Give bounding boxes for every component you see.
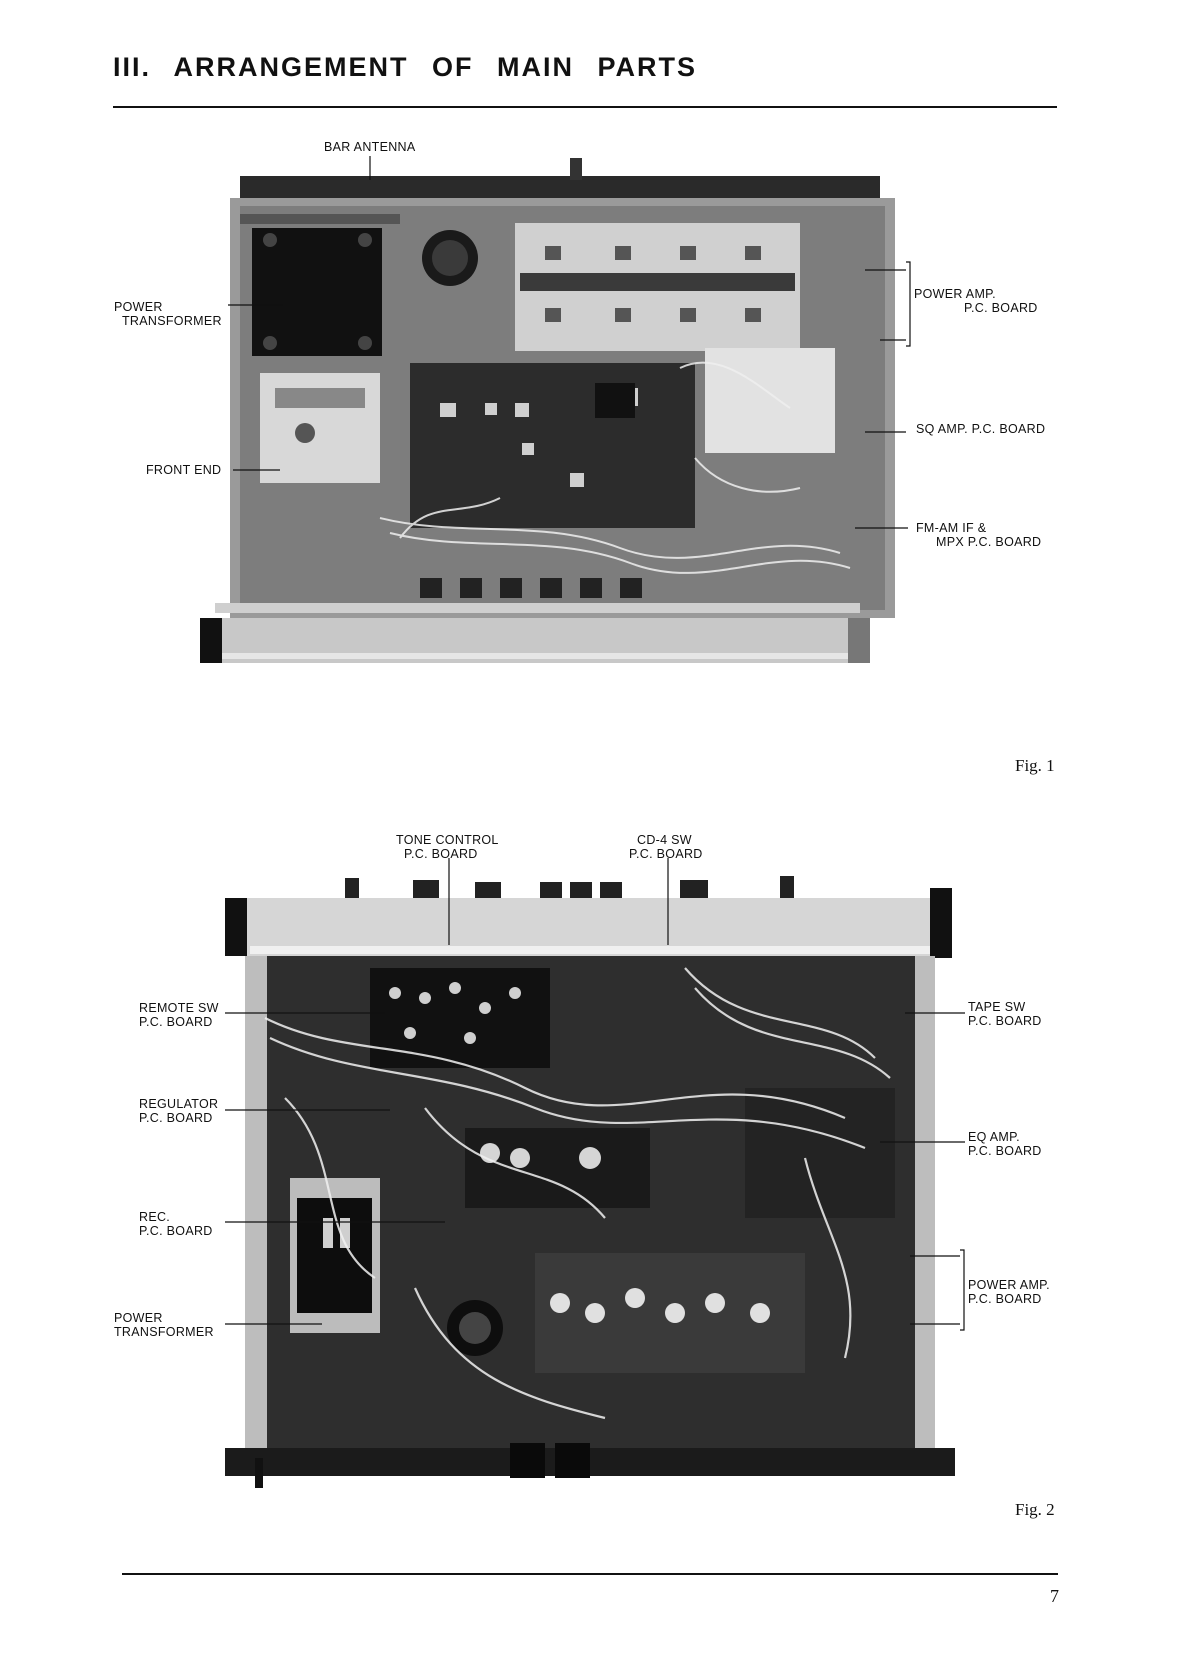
power-transformer-label-fig2: POWER TRANSFORMER (114, 1311, 214, 1339)
page-heading: III. ARRANGEMENT OF MAIN PARTS (113, 52, 697, 82)
page-number: 7 (1050, 1586, 1059, 1606)
regulator-board-label: REGULATOR P.C. BOARD (139, 1097, 219, 1125)
tone-control-board-label: TONE CONTROL P.C. BOARD (396, 833, 499, 861)
fm-am-if-mpx-board-label: FM-AM IF & MPX P.C. BOARD (916, 521, 1042, 549)
front-end-label: FRONT END (146, 463, 222, 477)
bar-antenna-label: BAR ANTENNA (324, 140, 416, 154)
figure-1-chassis-photo (200, 158, 895, 663)
figure-1-caption: Fig. 1 (1015, 756, 1055, 775)
cd4-sw-board-label: CD-4 SW P.C. BOARD (629, 833, 703, 861)
figure-2-caption: Fig. 2 (1015, 1500, 1055, 1519)
eq-amp-board-label: EQ AMP. P.C. BOARD (968, 1130, 1042, 1158)
footer-rule (122, 1573, 1058, 1575)
sq-amp-board-label: SQ AMP. P.C. BOARD (916, 422, 1046, 436)
power-amp-board-label-fig1: POWER AMP. P.C. BOARD (914, 287, 1038, 315)
figure-2-chassis-photo (225, 876, 955, 1488)
power-amp-board-label-fig2: POWER AMP. P.C. BOARD (968, 1278, 1050, 1306)
power-transformer-label-fig1: POWER TRANSFORMER (114, 300, 222, 328)
tape-sw-board-label: TAPE SW P.C. BOARD (968, 1000, 1042, 1028)
remote-sw-board-label: REMOTE SW P.C. BOARD (139, 1001, 219, 1029)
rec-board-label: REC. P.C. BOARD (139, 1210, 213, 1238)
heading-rule (113, 106, 1057, 108)
